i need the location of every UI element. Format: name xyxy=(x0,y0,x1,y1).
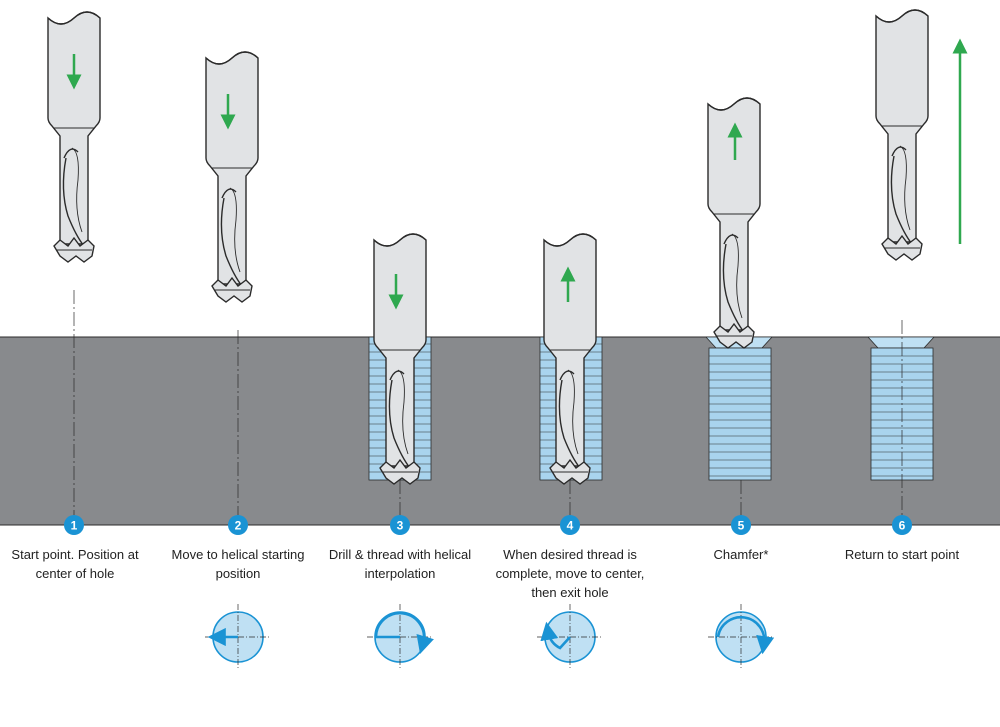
clockwise-arc-icon xyxy=(716,615,775,655)
svg-text:2: 2 xyxy=(235,519,242,533)
step-5-label: Chamfer* xyxy=(713,547,769,562)
step-badge-4: 4 xyxy=(560,515,580,535)
step-badge-1: 1 xyxy=(64,515,84,535)
drill-mill-tool-6 xyxy=(875,9,929,261)
step-3-label: Drill & thread with helical interpolatio… xyxy=(328,547,472,581)
clockwise-arc-icon xyxy=(374,611,434,654)
threaded-hole-5 xyxy=(705,336,773,481)
path-circle-4 xyxy=(537,604,603,670)
step-badge-2: 2 xyxy=(228,515,248,535)
step-badge-3: 3 xyxy=(390,515,410,535)
counterclockwise-arc-icon xyxy=(540,621,571,650)
svg-text:3: 3 xyxy=(397,519,404,533)
step-badge-5: 5 xyxy=(731,515,751,535)
step-4-label: When desired thread is complete, move to… xyxy=(495,547,645,600)
svg-text:5: 5 xyxy=(738,519,745,533)
svg-text:4: 4 xyxy=(567,519,574,533)
step-1-label: Start point. Position at center of hole xyxy=(11,547,139,581)
path-circle-3 xyxy=(367,604,434,670)
drill-mill-tool-1 xyxy=(47,11,101,263)
path-circle-5 xyxy=(708,604,775,670)
svg-text:1: 1 xyxy=(71,519,78,533)
svg-text:6: 6 xyxy=(899,519,906,533)
step-badge-6: 6 xyxy=(892,515,912,535)
workpiece xyxy=(0,337,1000,525)
step-6-label: Return to start point xyxy=(844,547,960,562)
path-circle-2 xyxy=(205,604,271,670)
step-2-label: Move to helical starting position xyxy=(171,547,305,581)
threaded-hole-6 xyxy=(867,336,935,481)
drill-mill-tool-2 xyxy=(205,51,259,303)
